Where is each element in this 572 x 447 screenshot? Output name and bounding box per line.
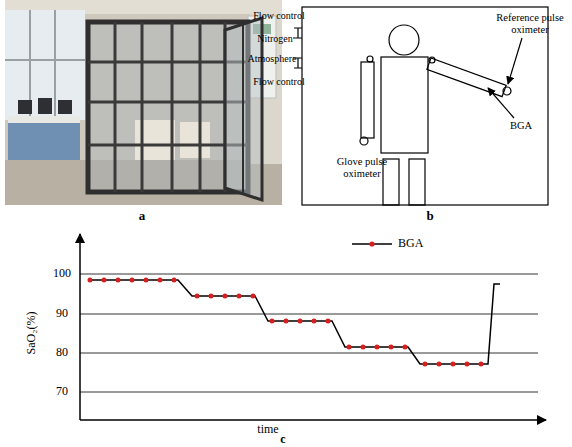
sample-points [90, 280, 483, 364]
window [5, 10, 85, 120]
subject-head [389, 25, 419, 55]
chair [180, 122, 210, 158]
tick-label: 100 [53, 267, 71, 280]
sample-points [349, 345, 408, 350]
panel-letter: c [280, 433, 285, 446]
gas-label: Atmosphere [248, 53, 297, 64]
sample-points [425, 362, 483, 367]
glove-sensor [360, 137, 368, 145]
sample-points [197, 294, 255, 299]
tick-label: 90 [56, 307, 68, 320]
legend-item: BGA [398, 237, 423, 250]
reference-sensor [503, 87, 511, 95]
x-axis [80, 419, 546, 421]
subject-arm [361, 62, 374, 138]
photo-background [5, 0, 282, 205]
leader-arrow [508, 38, 522, 84]
legend-sample [369, 241, 374, 246]
chamber-photo [5, 0, 282, 205]
sensor-label: Reference pulse oximeter [491, 12, 569, 35]
shoulder-joint [429, 57, 435, 63]
axis-title: time [257, 423, 278, 436]
valve-label: Flow control [253, 10, 304, 21]
legend-text: BGA [398, 236, 423, 250]
monitor [18, 100, 32, 114]
monitor [58, 100, 72, 114]
chamber-outline [302, 7, 548, 205]
door-bar [242, 24, 244, 194]
gas-label: Nitrogen [257, 33, 293, 44]
sample-points [90, 278, 178, 283]
subject-arm [427, 58, 506, 97]
valve-label: Flow control [253, 76, 304, 87]
window-mullions [5, 10, 85, 120]
chamber-schematic [293, 7, 548, 205]
sensor-label: BGA [510, 120, 532, 132]
chamber-door [225, 18, 262, 200]
sample-points [272, 319, 332, 324]
shoulder-joint [367, 56, 373, 62]
grid-lines [80, 274, 538, 392]
nitrogen-valve [293, 28, 302, 38]
subject-leg [409, 159, 425, 205]
leader-arrow [488, 88, 514, 118]
y-axis [79, 234, 81, 420]
saturation-chart [80, 234, 546, 420]
tick-label: 80 [56, 346, 68, 359]
panel-letter: b [426, 209, 433, 223]
tick-label: 70 [56, 385, 68, 398]
monitor [38, 98, 52, 114]
saturation-line [88, 280, 500, 364]
desk [8, 122, 80, 160]
subject-body [381, 57, 428, 153]
desk-top [8, 116, 80, 123]
sensor-label: Glove pulse oximeter [323, 156, 401, 179]
panel-letter: a [139, 209, 146, 223]
axis-title: SaO₂(%) [25, 312, 38, 355]
